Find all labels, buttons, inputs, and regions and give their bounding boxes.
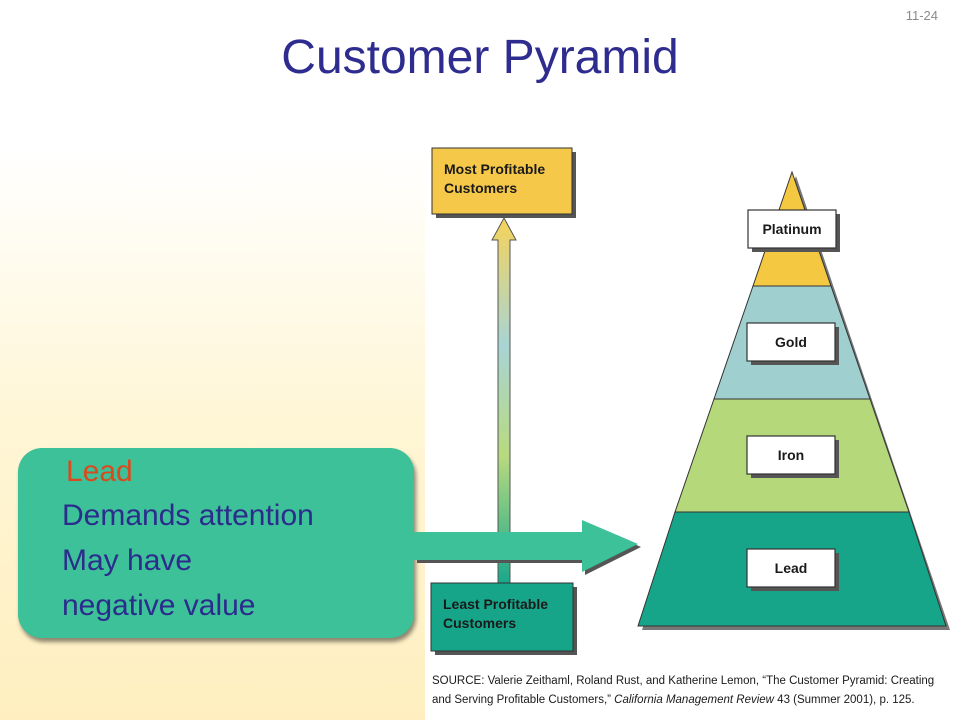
tier-label-gold: Gold: [775, 334, 807, 350]
source-journal: California Management Review: [614, 694, 774, 706]
label-box-lead: [746, 548, 836, 588]
most-profitable-box: [431, 147, 573, 215]
callout-heading: Lead: [66, 455, 133, 488]
least-profitable-label: Least Profitable Customers: [443, 595, 548, 633]
most-profitable-line-1: Most Profitable: [444, 161, 546, 177]
tier-label-iron: Iron: [777, 447, 805, 463]
least-profitable-line-1: Least Profitable: [443, 596, 549, 612]
slide-title: Customer Pyramid: [281, 31, 679, 84]
profitability-arrow: [491, 216, 517, 584]
slide-number: 11-24: [905, 8, 938, 23]
label-box-iron: [746, 435, 836, 475]
source-citation: SOURCE: Valerie Zeithaml, Roland Rust, a…: [432, 672, 942, 710]
most-profitable-line-2: Customers: [444, 180, 518, 196]
callout-line-1: Demands attention: [62, 499, 314, 532]
source-suffix: 43 (Summer 2001), p. 125.: [773, 694, 915, 706]
tier-label-platinum: Platinum: [762, 221, 822, 237]
label-box-platinum: [747, 209, 837, 249]
least-profitable-line-2: Customers: [443, 615, 517, 631]
lead-callout-box: [18, 448, 414, 638]
label-box-gold: [746, 322, 836, 362]
callout-line-3: negative value: [62, 589, 256, 622]
callout-line-2: May have: [62, 544, 193, 577]
source-prefix: SOURCE: Valerie Zeithaml, Roland Rust, a…: [432, 675, 935, 706]
tier-label-lead: Lead: [774, 560, 808, 576]
most-profitable-label: Most Profitable Customers: [444, 160, 545, 198]
horizontal-arrow: [414, 520, 641, 575]
least-profitable-box: [430, 582, 574, 652]
